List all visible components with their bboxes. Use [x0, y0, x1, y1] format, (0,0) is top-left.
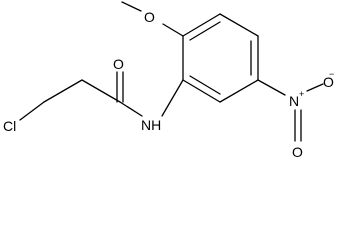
- atom-amide-nh: NH: [141, 117, 161, 133]
- chemical-structure: O O Cl NH N + O − O: [3, 1, 334, 160]
- ring-bond-c5-c6: [182, 79, 221, 103]
- bond-ring-nitro-n: [257, 79, 286, 96]
- atom-methoxy-o: O: [144, 9, 155, 25]
- ring-bond-c4-c5: [219, 79, 259, 103]
- bond-carbonyl-ch2: [81, 79, 121, 103]
- ring-double-c5-c6: [189, 75, 221, 95]
- bond-nh-ring: [161, 79, 184, 117]
- ring-bond-c2-c3: [219, 13, 259, 37]
- ring-bond-c1-c2: [182, 13, 221, 37]
- atom-chlorine: Cl: [3, 118, 16, 134]
- bond-ch2-cl: [19, 101, 45, 121]
- atom-carbonyl-o: O: [113, 56, 124, 72]
- bond-methyl-o: [121, 1, 142, 12]
- atom-nitro-o-top: O: [323, 74, 334, 90]
- ring-double-c1-c2: [189, 21, 221, 41]
- bond-o-ring: [162, 23, 184, 37]
- atom-nitro-n: N: [289, 93, 299, 109]
- charge-nitro-o: −: [329, 69, 334, 79]
- bond-ch2-ch2: [43, 79, 83, 103]
- bond-nitro-n-o-top: [306, 83, 324, 92]
- bond-nh-carbonyl: [119, 101, 143, 117]
- atom-nitro-o-bottom: O: [292, 144, 303, 160]
- charge-nitro-n: +: [299, 89, 304, 99]
